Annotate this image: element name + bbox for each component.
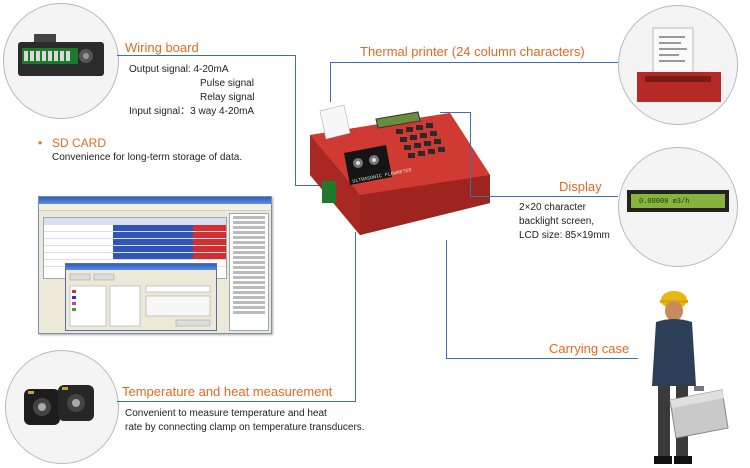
thermal-printer-image: [618, 5, 738, 125]
sd-bullet: •: [38, 136, 43, 150]
worker-with-case-image: [652, 291, 729, 464]
wiring-board-title: Wiring board: [125, 40, 199, 55]
display-leader-line-horizontal: [440, 112, 470, 113]
output-signal-text: Output signal: 4-20mA: [129, 64, 229, 75]
software-dialog-content: [69, 273, 211, 327]
temperature-desc-line1: Convenient to measure temperature and he…: [125, 408, 327, 419]
software-side-panel: [229, 213, 269, 331]
display-lcd-text: 0.00000 m3/h: [639, 198, 690, 206]
wiring-board-image: [3, 3, 119, 119]
display-leader-line-end: [470, 196, 618, 197]
display-spec-line3: LCD size: 85×19mm: [519, 230, 610, 241]
display-spec-line1: 2×20 character: [519, 202, 586, 213]
display-title: Display: [559, 179, 602, 194]
display-illustration: [627, 190, 729, 212]
wiring-leader-line: [117, 55, 295, 56]
temperature-leader-line: [117, 401, 355, 402]
printer-illustration: [637, 27, 721, 102]
sd-card-title: SD CARD: [52, 136, 107, 150]
display-image: 0.00000 m3/h: [618, 147, 738, 267]
printer-leader-line: [330, 62, 618, 63]
input-signal-text: Input signal：3 way 4-20mA: [129, 106, 255, 117]
carrying-case-title: Carrying case: [549, 341, 630, 356]
temperature-desc-line2: rate by connecting clamp on temperature …: [125, 422, 365, 433]
case-leader-line: [446, 358, 638, 359]
wiring-leader-line-vertical: [295, 55, 296, 185]
pulse-signal-text: Pulse signal: [200, 78, 254, 89]
case-leader-line-vertical: [446, 240, 447, 358]
printer-leader-line-vertical: [330, 62, 331, 102]
software-menubar: [39, 204, 271, 211]
wiring-leader-line-end: [295, 185, 325, 186]
temperature-sensor-image: [5, 350, 119, 464]
software-titlebar: [39, 197, 271, 204]
software-dialog: [65, 263, 217, 331]
software-screenshot: [38, 196, 272, 334]
display-leader-line: [470, 112, 471, 196]
temperature-title: Temperature and heat measurement: [122, 384, 333, 399]
temperature-leader-line-vertical: [355, 232, 356, 402]
flowmeter-device: [310, 104, 490, 235]
relay-signal-text: Relay signal: [200, 92, 255, 103]
thermal-printer-title: Thermal printer (24 column characters): [360, 44, 585, 59]
display-spec-line2: backlight screen,: [519, 216, 595, 227]
wiring-board-illustration: [18, 34, 104, 76]
sensor-illustration: [24, 385, 94, 425]
sd-card-description: Convenience for long-term storage of dat…: [52, 152, 243, 163]
